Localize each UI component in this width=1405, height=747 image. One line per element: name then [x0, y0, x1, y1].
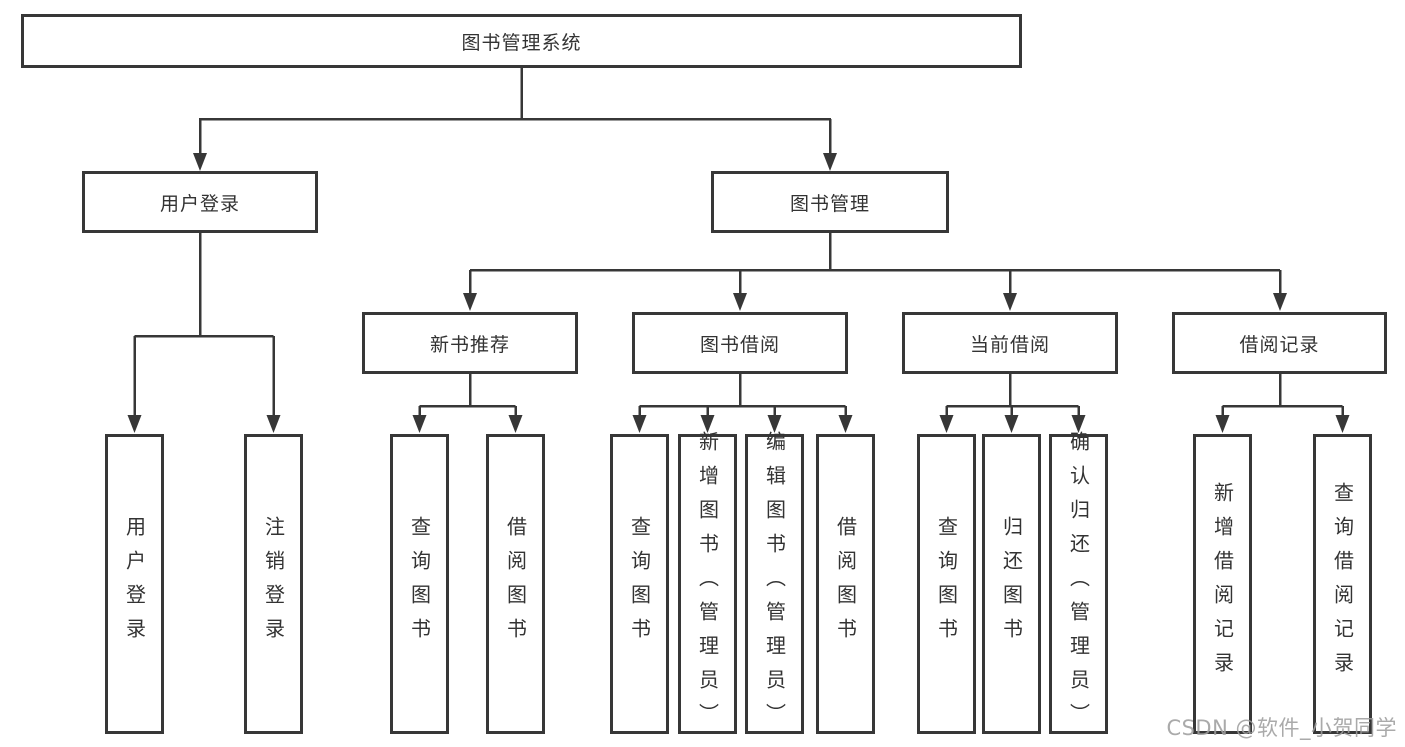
node-label: 查询图书	[407, 516, 432, 652]
node-label: 借阅图书	[503, 516, 528, 652]
node-label: 新增借阅记录	[1210, 482, 1235, 686]
node-label: 查询图书	[934, 516, 959, 652]
node-label: 用户登录	[159, 192, 240, 215]
leaf-cb-query-book: 查询图书	[917, 434, 976, 734]
node-label: 图书管理系统	[461, 31, 582, 54]
node-book-management: 图书管理	[711, 171, 949, 233]
leaf-user-login: 用户登录	[105, 434, 164, 734]
node-label: 查询借阅记录	[1330, 482, 1355, 686]
node-label: 确认归还（管理员）	[1066, 431, 1091, 737]
node-label: 图书管理	[789, 192, 870, 215]
node-label: 新书推荐	[429, 333, 510, 356]
node-label: 编辑图书（管理员）	[762, 431, 787, 737]
leaf-cb-return-book: 归还图书	[982, 434, 1041, 734]
leaf-br-add-record: 新增借阅记录	[1193, 434, 1252, 734]
leaf-bb-edit-book: 编辑图书（管理员）	[745, 431, 804, 737]
node-label: 借阅记录	[1239, 333, 1320, 356]
node-label: 归还图书	[999, 516, 1024, 652]
node-book-borrow: 图书借阅	[632, 312, 848, 374]
node-label: 当前借阅	[969, 333, 1050, 356]
node-label: 借阅图书	[833, 516, 858, 652]
leaf-nb-query-book: 查询图书	[390, 434, 449, 734]
node-label: 注销登录	[261, 516, 286, 652]
node-label: 图书借阅	[699, 333, 780, 356]
leaf-bb-query-book: 查询图书	[610, 434, 669, 734]
node-root: 图书管理系统	[21, 14, 1022, 68]
node-label: 新增图书（管理员）	[695, 431, 720, 737]
leaf-br-query-record: 查询借阅记录	[1313, 434, 1372, 734]
leaf-bb-borrow-book: 借阅图书	[816, 434, 875, 734]
node-label: 用户登录	[122, 516, 147, 652]
leaf-bb-add-book: 新增图书（管理员）	[678, 431, 737, 737]
leaf-nb-borrow-book: 借阅图书	[486, 434, 545, 734]
node-user-login: 用户登录	[82, 171, 318, 233]
leaf-cb-confirm-return: 确认归还（管理员）	[1049, 431, 1108, 737]
node-new-book-recommend: 新书推荐	[362, 312, 578, 374]
node-current-borrow: 当前借阅	[902, 312, 1118, 374]
leaf-logout: 注销登录	[244, 434, 303, 734]
node-borrow-records: 借阅记录	[1172, 312, 1387, 374]
node-label: 查询图书	[627, 516, 652, 652]
